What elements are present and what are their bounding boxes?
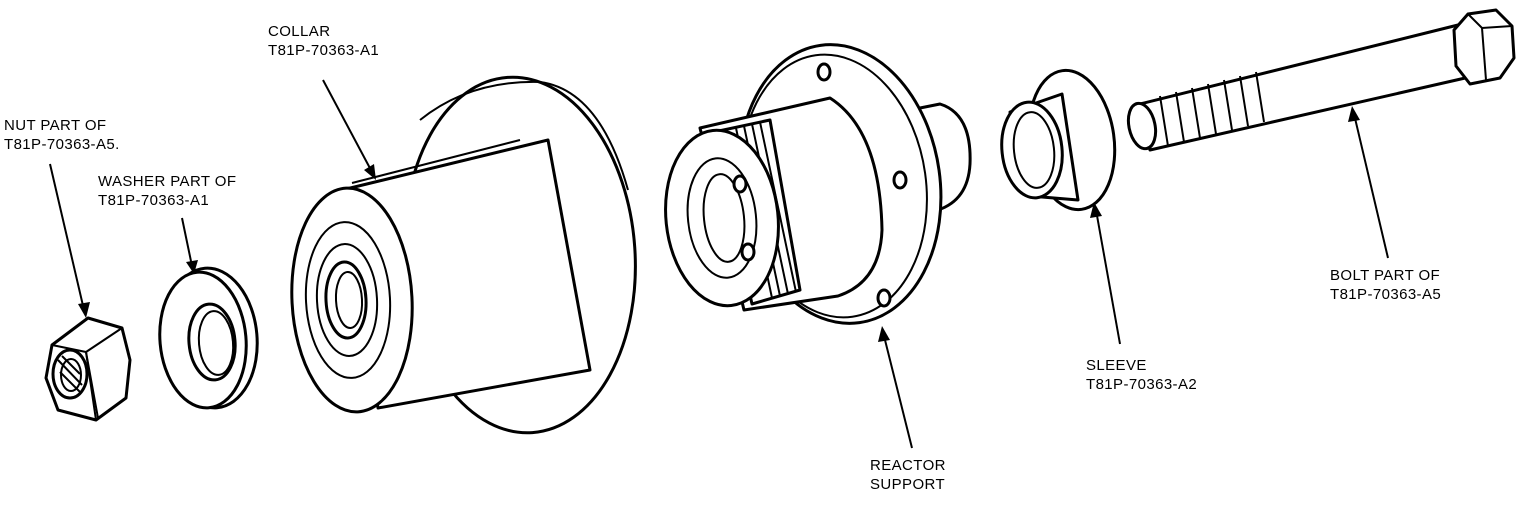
nut-label-line1: NUT PART OF xyxy=(4,117,107,134)
washer-leader xyxy=(181,217,193,267)
sleeve-label-line2: T81P-70363-A2 xyxy=(1086,376,1198,393)
bolt-part xyxy=(1126,8,1516,152)
sleeve-leader xyxy=(1095,209,1121,345)
reactor-support-leader xyxy=(883,335,913,449)
collar-label-line2: T81P-70363-A1 xyxy=(268,42,380,59)
bolt-label-line2: T81P-70363-A5 xyxy=(1330,286,1442,303)
washer-label-line1: WASHER PART OF xyxy=(98,173,237,190)
bolt-label-line1: BOLT PART OF xyxy=(1330,267,1441,284)
bolt-label: BOLT PART OF T81P-70363-A5 xyxy=(1330,266,1441,304)
sleeve-label: SLEEVE T81P-70363-A2 xyxy=(1086,356,1197,394)
reactor-support-label: REACTOR SUPPORT xyxy=(870,456,946,494)
collar-part xyxy=(290,75,637,435)
nut-label: NUT PART OF T81P-70363-A5. xyxy=(4,116,120,154)
washer-part xyxy=(158,266,259,410)
nut-label-line2: T81P-70363-A5. xyxy=(4,136,120,153)
sleeve-part xyxy=(1000,68,1117,212)
collar-label: COLLAR T81P-70363-A1 xyxy=(268,22,379,60)
leader-lines xyxy=(49,79,1389,449)
collar-label-line1: COLLAR xyxy=(268,23,331,40)
reactor-support-part xyxy=(664,43,972,325)
washer-label: WASHER PART OF T81P-70363-A1 xyxy=(98,172,236,210)
collar-leader xyxy=(322,79,373,173)
nut-leader xyxy=(49,163,85,311)
nut-part xyxy=(44,316,132,422)
reactor-support-label-line1: REACTOR xyxy=(870,457,946,474)
sleeve-label-line1: SLEEVE xyxy=(1086,357,1147,374)
bolt-leader xyxy=(1353,113,1389,259)
reactor-support-label-line2: SUPPORT xyxy=(870,476,946,493)
washer-label-line2: T81P-70363-A1 xyxy=(98,192,210,209)
